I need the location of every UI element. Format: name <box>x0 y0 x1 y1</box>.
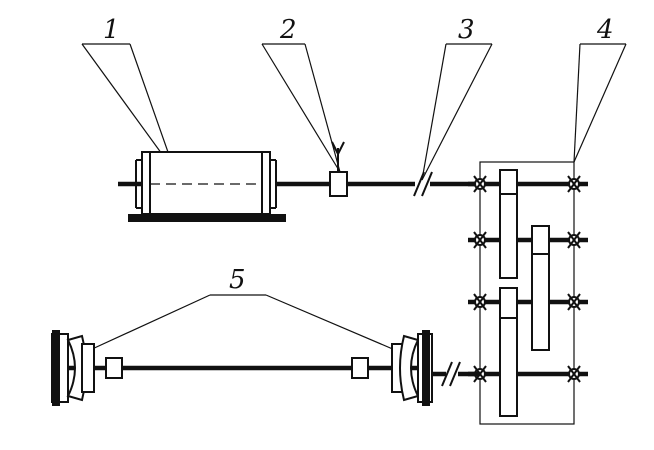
callout-label-1: 1 <box>103 15 120 45</box>
callout-label-3: 3 <box>458 15 475 45</box>
coupling <box>329 141 415 197</box>
bearings-right <box>567 175 581 383</box>
gearbox <box>468 161 588 425</box>
gear-pairs <box>499 169 550 417</box>
electric-motor <box>118 151 330 222</box>
callout-label-2: 2 <box>279 15 297 45</box>
callout-label-5: 5 <box>229 265 246 295</box>
callout-labels: 1 2 3 4 5 <box>82 15 626 296</box>
wheel-right <box>391 330 433 406</box>
callout-label-4: 4 <box>596 15 614 45</box>
leader-lines <box>81 43 627 351</box>
wheel-axle <box>51 330 433 406</box>
wheel-left <box>51 330 95 406</box>
clutch-lower <box>428 361 480 387</box>
